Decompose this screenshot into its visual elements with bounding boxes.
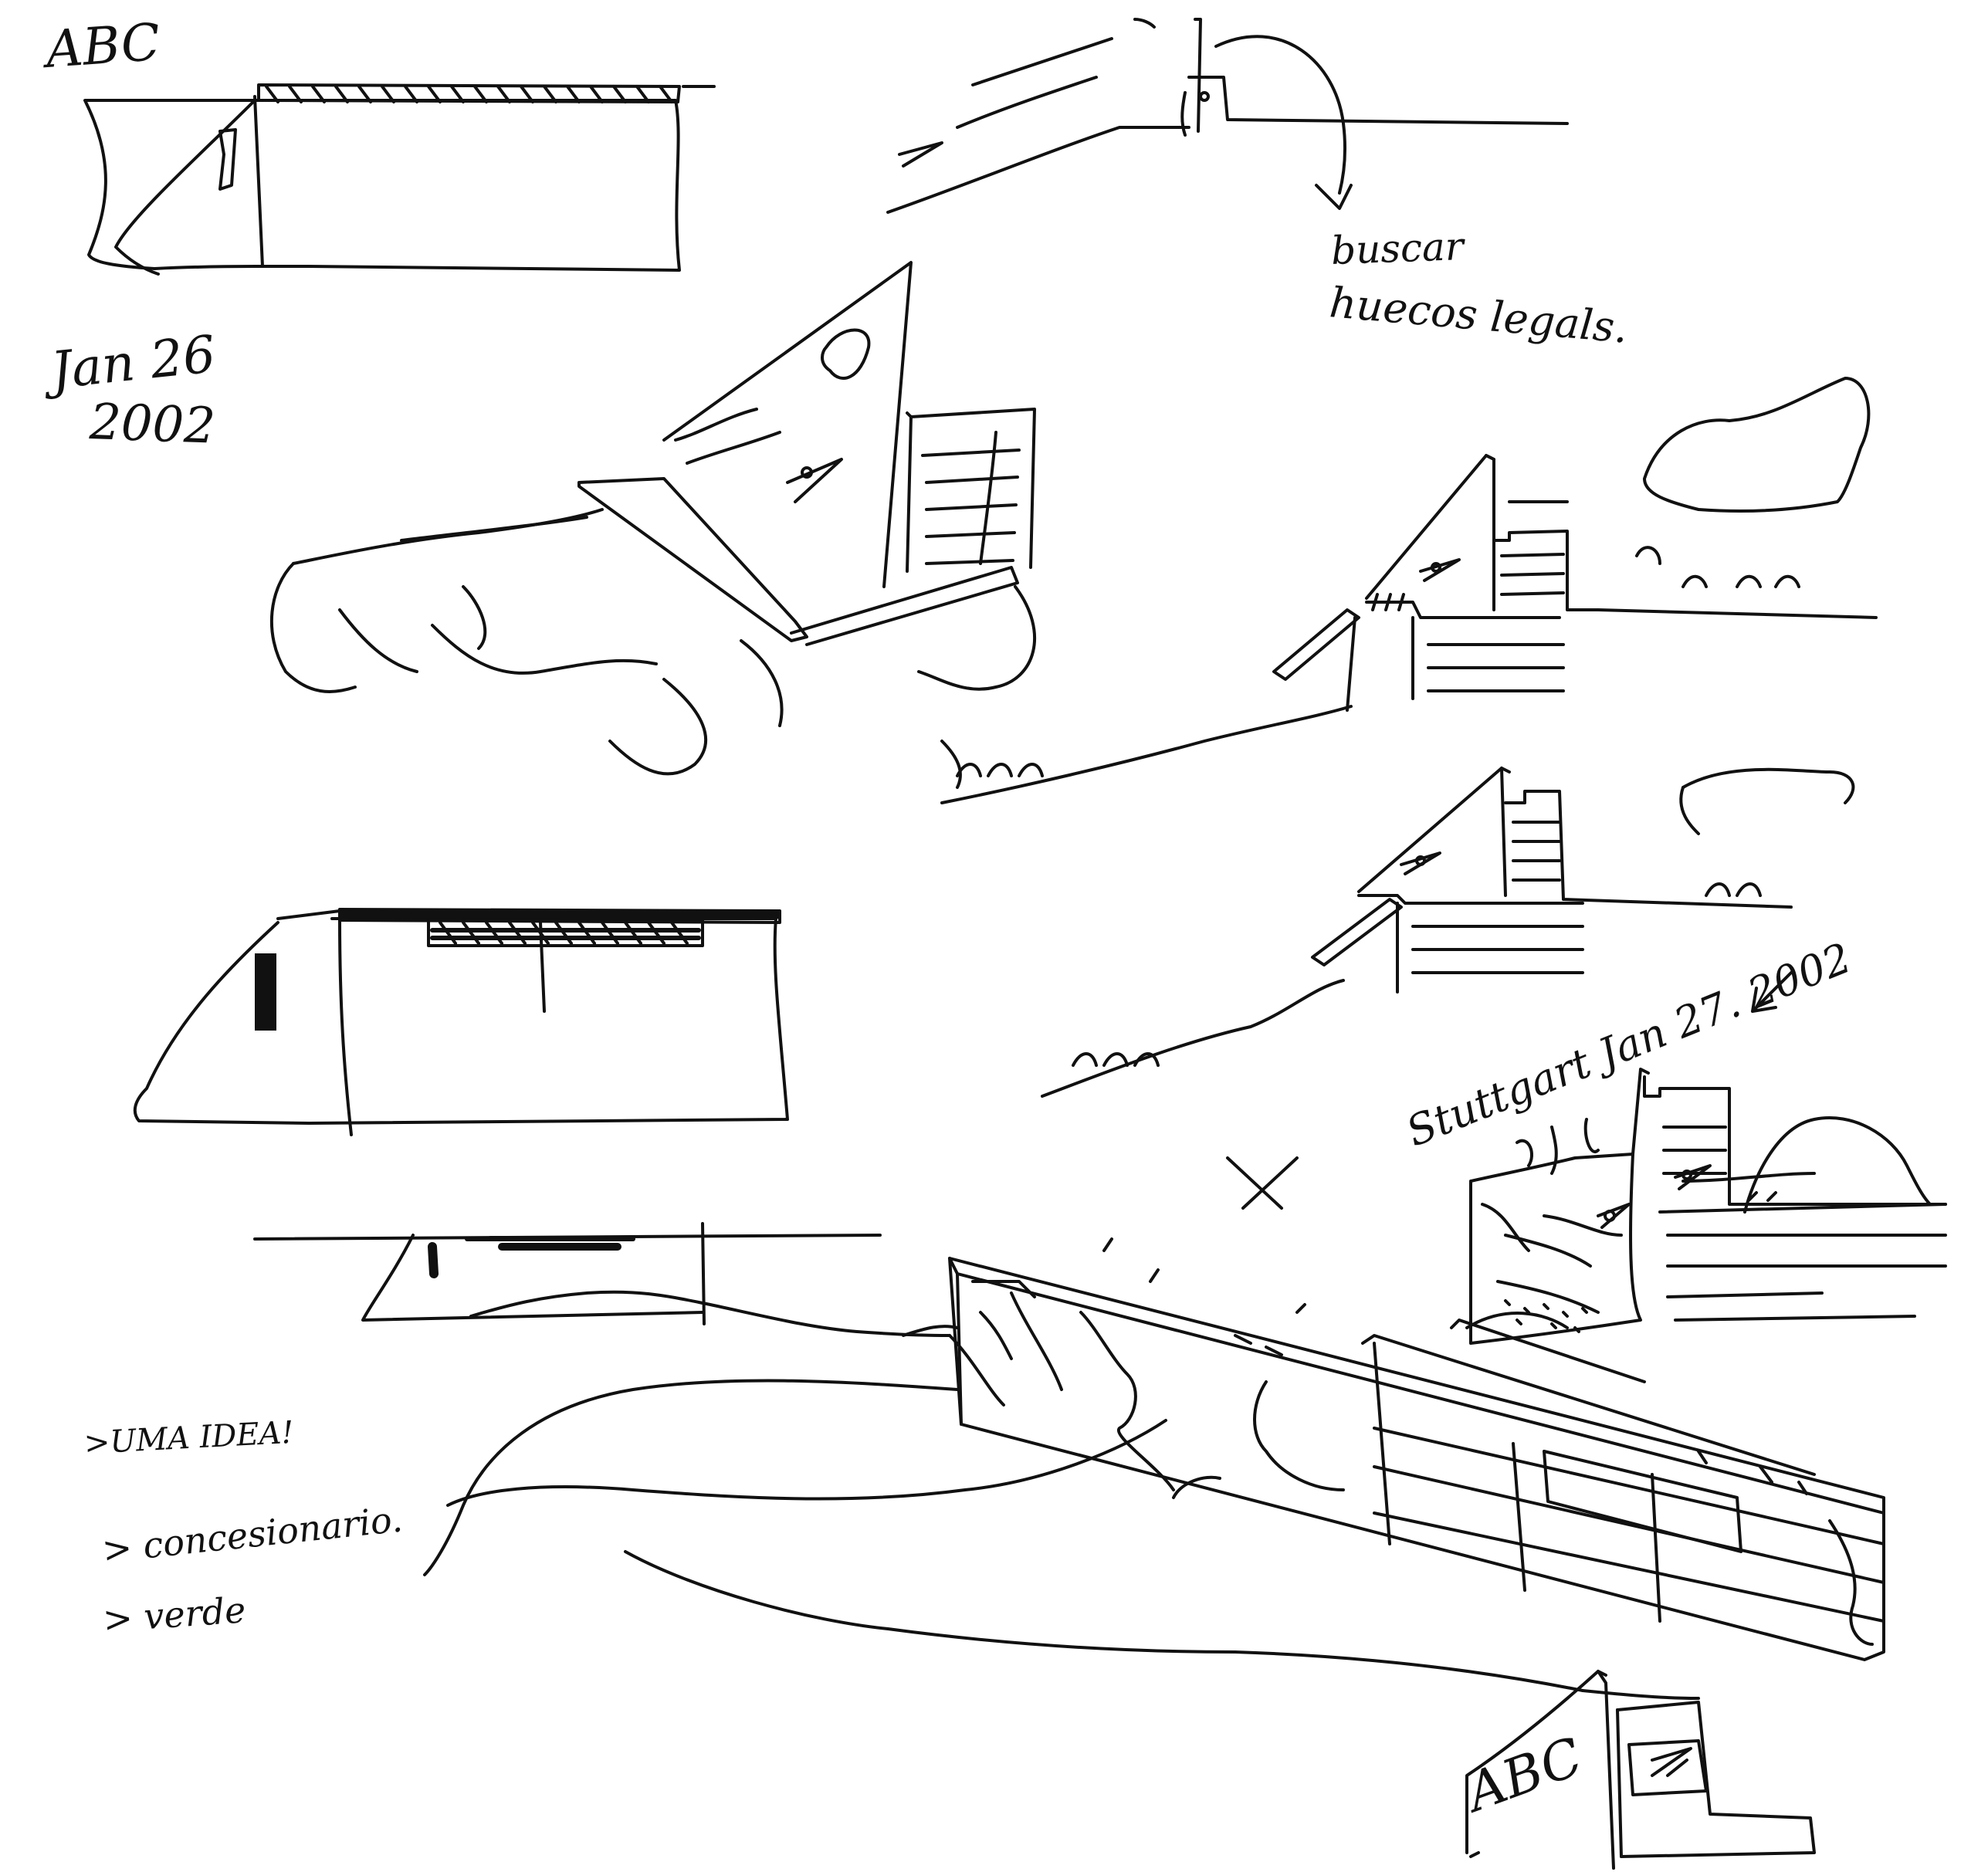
- elevation-sketch-top-center: [886, 18, 1569, 214]
- annotation-verde: > verde: [101, 1589, 247, 1640]
- plan-sketch-middle-left: [253, 1222, 882, 1325]
- perspective-sketch-triangle: [269, 261, 1036, 789]
- perspective-sketch-right-upper: [940, 377, 1878, 804]
- elevation-sketch-middle-left: [133, 908, 789, 1136]
- perspective-sketch-lower-long-block: [423, 1156, 1885, 1700]
- annotation-abc-top: ABC: [43, 12, 162, 80]
- perspective-sketch-right-middle: [1041, 767, 1855, 1098]
- perspective-sketch-stuttgart: [1469, 971, 1947, 1345]
- annotation-buscar: buscar: [1330, 224, 1465, 273]
- perspective-sketch-abc-bottom: [1465, 1670, 1816, 1870]
- elevation-sketch-top-left: [83, 83, 716, 276]
- annotation-year-2002: 2002: [88, 394, 217, 455]
